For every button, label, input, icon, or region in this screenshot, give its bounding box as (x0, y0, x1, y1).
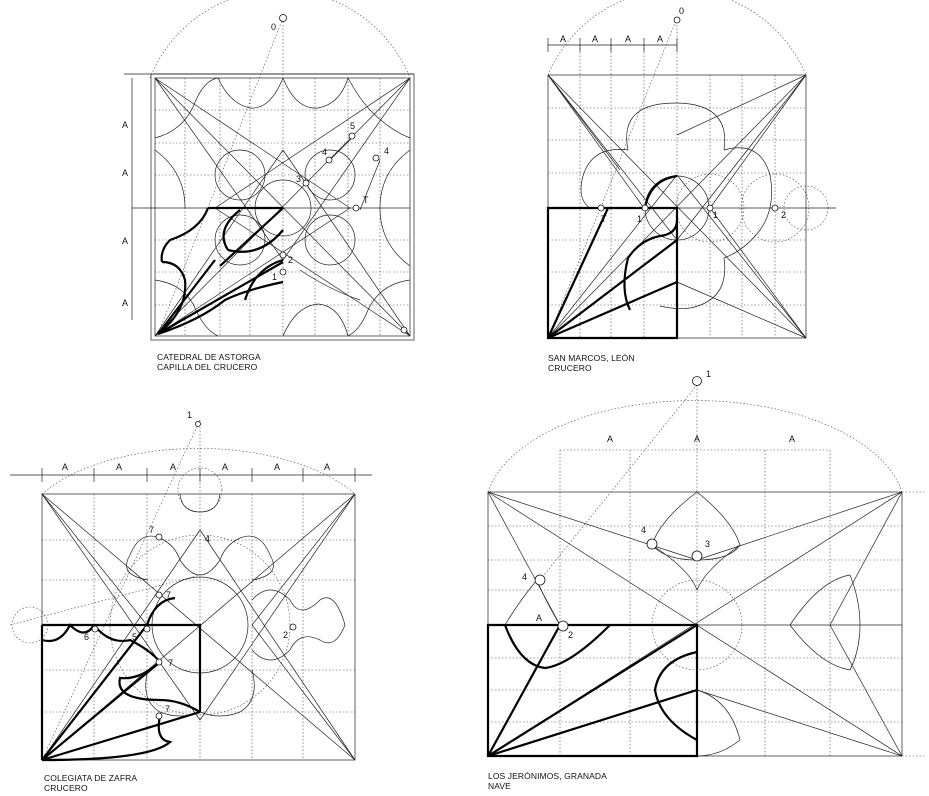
plate-san-marcos: A A A A 0 T 1 1 2 (546, 0, 836, 340)
point-label: 4 (205, 534, 210, 544)
caption-line: SAN MARCOS, LEÓN (548, 353, 635, 363)
point-label: 2 (568, 630, 573, 640)
caption-san-marcos: SAN MARCOS, LEÓN CRUCERO (548, 353, 635, 373)
point-label: 5 (132, 632, 137, 642)
highlighted-quarter (486, 623, 699, 758)
point-label: 1 (272, 272, 277, 282)
highlighted-quarter (546, 174, 679, 340)
point-label: 4 (522, 572, 527, 582)
curved-ribs (126, 493, 346, 717)
scale-label: A (592, 34, 598, 44)
reference-points: 0 T 1 1 2 (597, 6, 786, 224)
point-label: 1 (713, 210, 718, 220)
point-label: 7 (168, 658, 173, 668)
point-label: 7 (165, 704, 170, 714)
point-label: 3 (705, 539, 710, 549)
point-label: 1 (706, 369, 711, 379)
scale-labels: A A A A A A (62, 462, 330, 472)
point-label: T (601, 214, 607, 224)
scale-label: A (116, 462, 122, 472)
caption-line: COLEGIATA DE ZAFRA (44, 773, 138, 783)
caption-line: CATEDRAL DE ASTORGA (157, 352, 261, 362)
plate-astorga: A A A A 0 1 2 3 4 4 5 T (122, 0, 415, 341)
construction-arc (149, 0, 411, 79)
point-label: 6 (84, 632, 89, 642)
vault-outline (154, 77, 411, 337)
point-label: T (363, 195, 369, 205)
point-label: 0 (271, 22, 276, 32)
curved-ribs (154, 77, 411, 337)
point-label: 7 (166, 590, 171, 600)
point-label: A (536, 613, 542, 623)
scale-label: A (625, 34, 631, 44)
scale-labels: A A A A (122, 120, 128, 308)
caption-jeronimos: LOS JERÓNIMOS, GRANADA NAVE (488, 771, 607, 791)
point-label: 1 (187, 410, 192, 420)
point-label: 2 (781, 210, 786, 220)
point-label: 2 (288, 255, 293, 265)
caption-line: NAVE (488, 781, 511, 791)
point-label: 1 (637, 214, 642, 224)
caption-line: CRUCERO (44, 783, 88, 793)
caption-line: CRUCERO (548, 363, 592, 373)
point-label: 2 (283, 630, 288, 640)
plate-zafra: A A A A A A 1 7 4 7 6 5 2 7 7 (9, 410, 372, 762)
construction-arc (487, 400, 903, 493)
caption-line: LOS JERÓNIMOS, GRANADA (488, 771, 607, 781)
highlighted-quarter (157, 206, 284, 336)
scale-label: A (694, 434, 700, 444)
caption-zafra: COLEGIATA DE ZAFRA CRUCERO (44, 773, 137, 793)
scale-label: A (274, 462, 280, 472)
scale-label: A (560, 34, 566, 44)
scale-label: A (789, 434, 795, 444)
reference-points: 0 1 2 3 4 4 5 T (271, 14, 408, 334)
highlighted-quarter (40, 596, 202, 762)
scale-label: A (62, 462, 68, 472)
scale-label: A (607, 434, 613, 444)
scale-labels: A A A A (560, 34, 663, 44)
point-label: 5 (350, 121, 355, 131)
point-label: 4 (641, 525, 646, 535)
scale-label: A (122, 120, 128, 130)
construction-arc (41, 448, 356, 495)
scale-label: A (122, 298, 128, 308)
caption-astorga: CATEDRAL DE ASTORGA CAPILLA DEL CRUCERO (157, 352, 261, 372)
scale-label: A (170, 462, 176, 472)
scale-label: A (222, 462, 228, 472)
ribs (547, 74, 807, 339)
point-label: 3 (296, 174, 301, 184)
point-label: 4 (384, 146, 389, 156)
scale-label: A (657, 34, 663, 44)
reference-points: 1 4 3 4 A 2 (522, 369, 711, 640)
ribs (41, 493, 356, 761)
reference-points: 1 7 4 7 6 5 2 7 7 (84, 410, 297, 720)
point-label: 4 (322, 147, 327, 157)
scale-labels: A A A (607, 434, 795, 444)
scale-label: A (324, 462, 330, 472)
caption-line: CAPILLA DEL CRUCERO (157, 362, 258, 372)
point-label: 0 (679, 6, 684, 16)
point-label: 7 (149, 525, 154, 535)
plate-jeronimos: A A A 1 4 3 4 A 2 (486, 369, 925, 758)
scale-label: A (122, 168, 128, 178)
scale-label: A (122, 236, 128, 246)
